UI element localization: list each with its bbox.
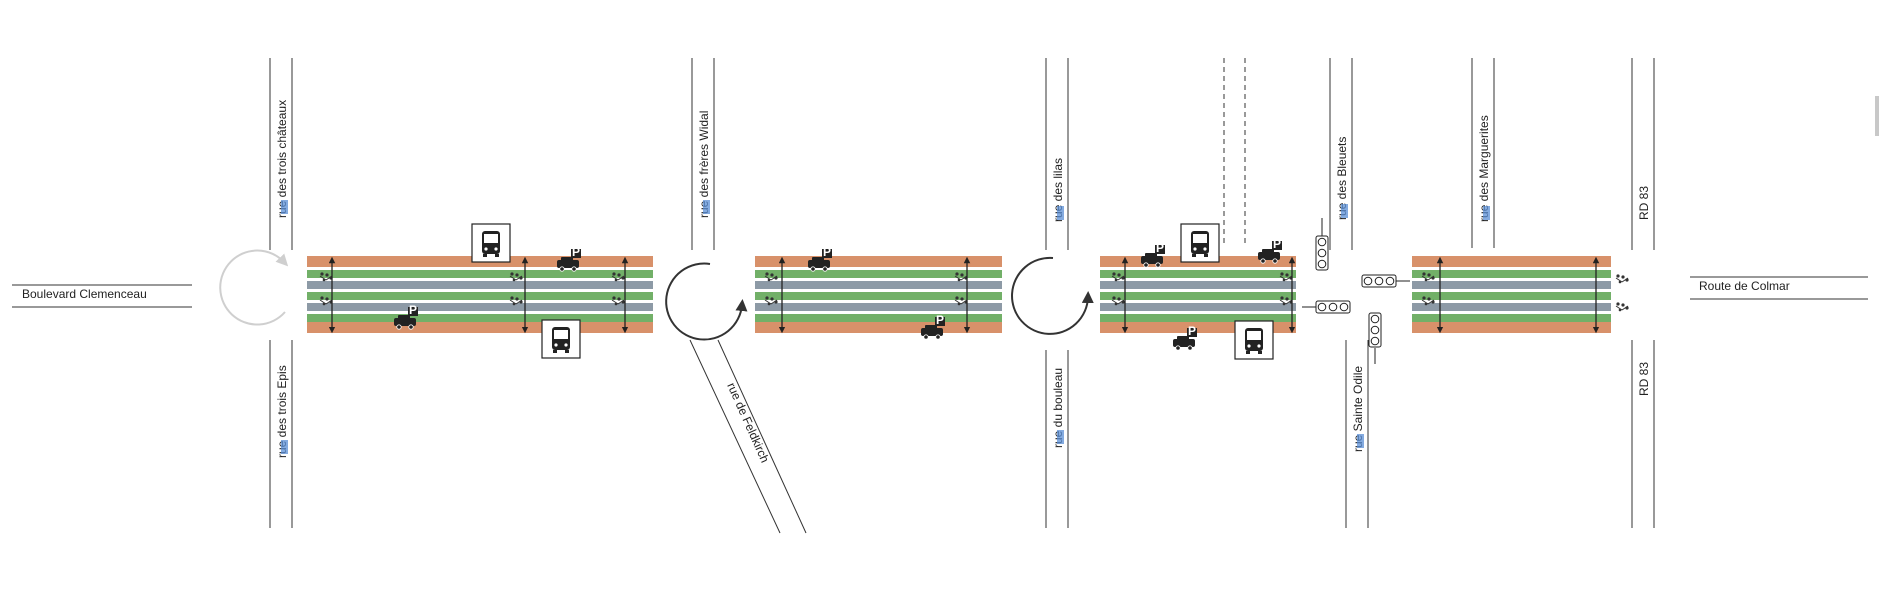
bus-stop-icon xyxy=(1180,223,1220,263)
road-stripe xyxy=(755,289,1002,292)
road-stripe xyxy=(1412,256,1611,267)
road-stripe xyxy=(755,270,1002,278)
road-stripe xyxy=(755,292,1002,300)
road-label-left: Boulevard Clemenceau xyxy=(22,287,147,301)
road-stripe xyxy=(307,289,653,292)
bus-stop-icon xyxy=(471,223,511,263)
parking-car-icon xyxy=(1257,236,1283,264)
street-label-marguerites: rue des Marguerites xyxy=(1477,115,1491,222)
street-label-rd83-south: RD 83 xyxy=(1637,362,1651,396)
bus-stop-icon xyxy=(541,319,581,359)
roundabout-icon xyxy=(1011,256,1094,335)
road-stripe xyxy=(1100,322,1296,333)
bus-stop-icon xyxy=(1234,320,1274,360)
tree-icon xyxy=(1615,273,1630,284)
road-stripe xyxy=(755,267,1002,270)
road-stripe xyxy=(1100,292,1296,300)
road-stripe xyxy=(307,300,653,303)
road-segment xyxy=(307,256,653,334)
road-stripe xyxy=(307,311,653,314)
road-segments xyxy=(307,256,1611,334)
road-stripe xyxy=(307,278,653,281)
road-stripe xyxy=(1100,311,1296,314)
road-stripe xyxy=(1100,300,1296,303)
road-stripe xyxy=(307,303,653,311)
road-stripe xyxy=(755,322,1002,333)
road-stripe xyxy=(1412,267,1611,270)
road-stripe xyxy=(1412,300,1611,303)
traffic-light-icon xyxy=(1368,312,1382,364)
road-stripe xyxy=(1100,314,1296,322)
road-stripe xyxy=(755,311,1002,314)
tree-icon xyxy=(1615,301,1630,312)
right-end-road: Route de Colmar xyxy=(1690,276,1868,300)
road-stripe xyxy=(1100,278,1296,281)
street-label-trois-chateaux: rue des trois châteaux xyxy=(275,100,289,218)
street-label-sainte-odile: rue Sainte Odile xyxy=(1351,366,1365,452)
scrollbar[interactable] xyxy=(1875,96,1879,136)
traffic-light-icon xyxy=(1315,218,1329,271)
street-label-freres-widal: rue des frères Widal xyxy=(697,111,711,218)
street-label-rd83-north: RD 83 xyxy=(1637,186,1651,220)
roundabout-icon xyxy=(665,262,748,341)
roundabout-icon xyxy=(219,249,289,326)
street-label-lilas: rue des lilas xyxy=(1051,158,1065,222)
road-stripe xyxy=(755,300,1002,303)
traffic-light-icon xyxy=(1361,274,1410,288)
road-stripe xyxy=(1100,303,1296,311)
road-stripe xyxy=(307,322,653,333)
road-stripe xyxy=(1412,322,1611,333)
road-stripe xyxy=(1412,314,1611,322)
road-label-right: Route de Colmar xyxy=(1699,279,1790,293)
road-stripe xyxy=(755,303,1002,311)
street-label-bleuets: rue des Bleuets xyxy=(1335,137,1349,220)
road-stripe xyxy=(1412,292,1611,300)
road-stripe xyxy=(307,292,653,300)
road-stripe xyxy=(1100,270,1296,278)
road-stripe xyxy=(1100,267,1296,270)
road-stripe xyxy=(307,267,653,270)
road-stripe xyxy=(1412,270,1611,278)
road-stripe xyxy=(1100,281,1296,289)
street-label-bouleau: rue du bouleau xyxy=(1051,368,1065,448)
parking-car-icon xyxy=(1140,240,1166,268)
text-highlight-marks xyxy=(281,200,1490,454)
left-end-road: Boulevard Clemenceau xyxy=(12,284,192,308)
street-label-trois-epis: rue des trois Epis xyxy=(275,365,289,458)
road-stripe xyxy=(755,256,1002,267)
cross-streets xyxy=(269,58,1655,534)
road-stripe xyxy=(755,281,1002,289)
road-stripe xyxy=(755,278,1002,281)
road-stripe xyxy=(1412,311,1611,314)
road-stripe xyxy=(1412,303,1611,311)
road-stripe xyxy=(1412,278,1611,281)
road-stripe xyxy=(307,314,653,322)
road-stripe xyxy=(755,314,1002,322)
traffic-light-icon xyxy=(1302,300,1351,314)
road-segment xyxy=(755,256,1002,334)
road-stripe xyxy=(1412,289,1611,292)
road-stripe xyxy=(1412,281,1611,289)
road-stripe xyxy=(307,270,653,278)
road-stripe xyxy=(1100,289,1296,292)
road-segment xyxy=(1412,256,1611,334)
road-stripe xyxy=(307,281,653,289)
street-label-feldkirch: rue de Feldkirch xyxy=(724,381,772,465)
